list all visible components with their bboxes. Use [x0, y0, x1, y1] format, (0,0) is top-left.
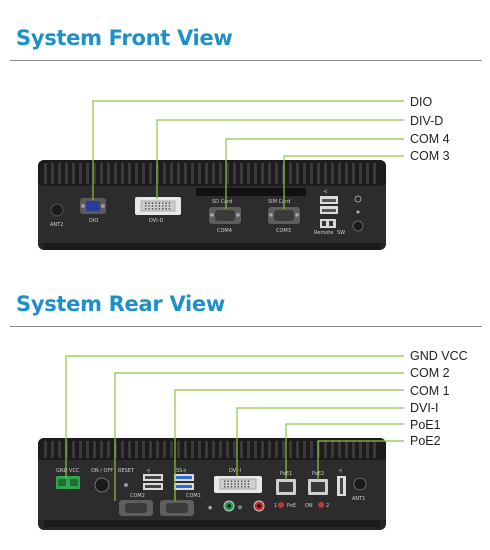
label-poe2-tag: 2 [326, 503, 329, 509]
label-dio: DIO [89, 218, 98, 224]
rear-terminal-gnd-vcc: GND VCC [56, 468, 80, 489]
label-remote: Remote [314, 230, 333, 236]
svg-text:⊰: ⊰ [146, 468, 150, 474]
rear-callout-poe2: PoE2 [410, 434, 441, 448]
svg-text:⊰: ⊰ [338, 468, 342, 474]
label-poe2-led: ON [305, 503, 313, 509]
label-com1: COM1 [186, 493, 201, 499]
label-com3: COM3 [276, 228, 291, 234]
label-sw: SW [337, 230, 345, 236]
front-callout-dvid: DIV-D [410, 114, 444, 128]
svg-text:◉: ◉ [208, 505, 212, 511]
label-ant2: ANT2 [50, 222, 63, 228]
label-poe1-tag: PoE [287, 503, 296, 509]
svg-text:✿: ✿ [238, 505, 242, 511]
front-right-indicators [352, 195, 364, 232]
label-dvii: DVI-I [229, 468, 241, 474]
front-port-dio: DIO [80, 198, 106, 224]
front-antenna-ant2: ANT2 [50, 203, 64, 228]
rear-view-title: System Rear View [16, 292, 225, 316]
rear-chassis [38, 438, 386, 530]
label-ant1: ANT1 [352, 496, 365, 502]
rear-title-divider [10, 326, 482, 327]
front-title-divider [10, 60, 482, 61]
rear-callout-gnd-vcc: GND VCC [410, 349, 468, 363]
label-poe1-led: 1 [274, 503, 277, 509]
svg-text:SS⊰: SS⊰ [176, 468, 187, 474]
label-on-off: ON / OFF [91, 468, 113, 474]
front-callout-dio: DIO [410, 95, 433, 109]
front-port-dvid: DVI-D [135, 197, 181, 224]
label-poe1: PoE1 [280, 471, 292, 477]
label-reset: RESET [118, 468, 135, 474]
rear-callout-dvii: DVI-I [410, 401, 439, 415]
front-port-com3: COM3 [268, 207, 300, 234]
label-dvid: DVI-D [149, 218, 163, 224]
label-sd-card: SD Card [212, 199, 232, 205]
rear-callout-com2: COM 2 [410, 366, 450, 380]
rear-callout-poe1: PoE1 [410, 418, 441, 432]
label-gnd-vcc: GND VCC [56, 468, 80, 474]
label-poe2: PoE2 [312, 471, 324, 477]
front-callout-com4: COM 4 [410, 132, 450, 146]
front-callout-com3: COM 3 [410, 149, 450, 163]
rear-audio-jacks: ◉ ✿ [208, 500, 265, 512]
rear-callout-com1: COM 1 [410, 384, 450, 398]
label-com2: COM2 [130, 493, 145, 499]
label-com4: COM4 [217, 228, 232, 234]
front-view-title: System Front View [16, 26, 233, 50]
front-remote-switch: Remote SW [314, 219, 345, 236]
front-port-com4: COM4 [209, 207, 241, 234]
